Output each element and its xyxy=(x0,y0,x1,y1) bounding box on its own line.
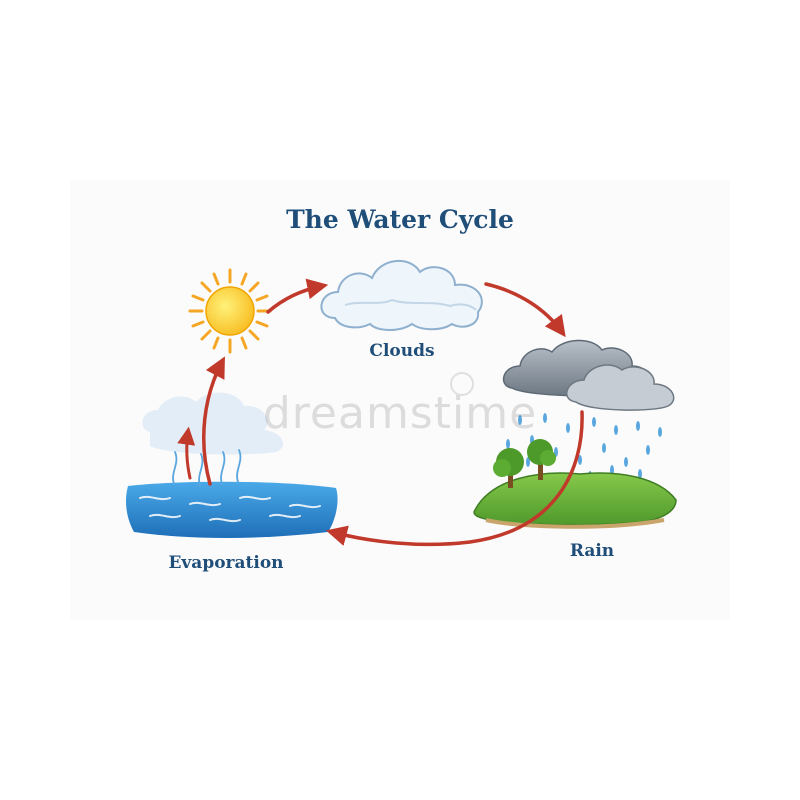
small-evaporation-arrow xyxy=(177,426,196,480)
grass-island-icon xyxy=(473,472,677,529)
diagram-title: The Water Cycle xyxy=(286,205,514,234)
evaporation-label: Evaporation xyxy=(168,553,283,573)
ocean-icon xyxy=(126,481,338,538)
arrow-evaporation-to-sun xyxy=(202,356,225,486)
arrow-rain-to-evaporation xyxy=(325,410,584,547)
white-cloud-icon xyxy=(320,259,483,331)
sun-icon xyxy=(188,268,272,354)
arrow-clouds-to-rain xyxy=(484,282,566,338)
rain-label: Rain xyxy=(570,541,614,561)
vapor-wisps xyxy=(172,449,242,487)
watermark-text: dreamstime xyxy=(263,388,537,439)
clouds-label: Clouds xyxy=(369,341,434,361)
watermark: dreamstime xyxy=(263,372,537,439)
arrow-sun-to-clouds xyxy=(266,278,329,314)
rain-drops xyxy=(506,413,662,481)
tree-icon xyxy=(493,439,556,488)
rain-cloud-icon xyxy=(502,339,675,411)
